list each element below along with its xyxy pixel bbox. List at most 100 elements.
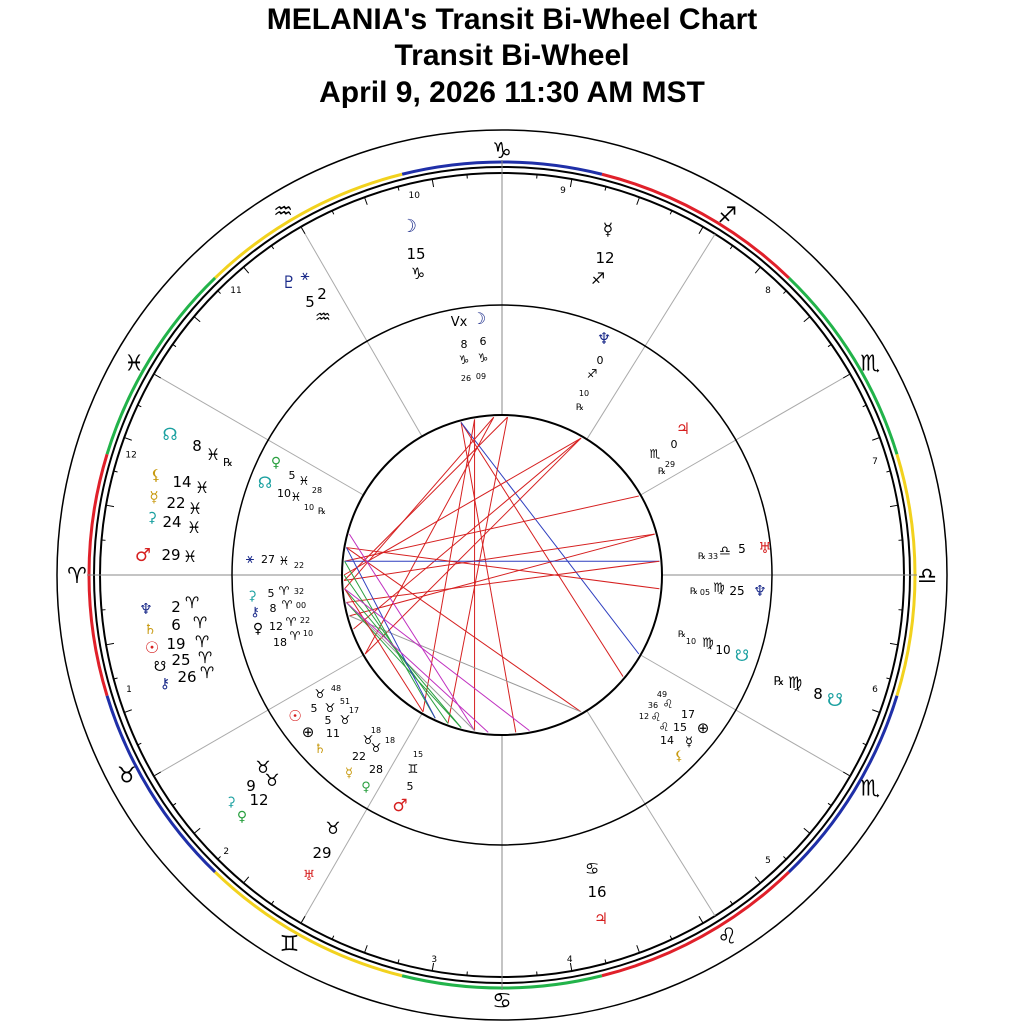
chart-label: 26 bbox=[461, 374, 471, 383]
aspect-line bbox=[346, 547, 582, 713]
element-arc bbox=[214, 871, 403, 978]
zodiac-signs: ♑♐♏♎♏♌♋♊♉♈♓♒ bbox=[67, 139, 937, 1014]
chart-label: ☋ bbox=[154, 659, 166, 675]
chart-label: ☊ bbox=[162, 425, 177, 445]
chart-label: 48 bbox=[331, 684, 341, 693]
degree-tick bbox=[827, 344, 832, 348]
chart-label: ♌ bbox=[663, 697, 674, 711]
chart-label: ⚷ bbox=[250, 605, 260, 620]
chart-label: ♈ bbox=[200, 663, 214, 682]
chart-label: ☋ bbox=[827, 690, 843, 711]
element-arc bbox=[105, 276, 217, 455]
chart-label: ♈ bbox=[193, 613, 207, 632]
degree-tick bbox=[397, 959, 400, 964]
chart-label: 29 bbox=[161, 546, 180, 564]
chart-label: 14 bbox=[172, 473, 191, 491]
chart-label: ♉ bbox=[325, 701, 336, 715]
degree-tick bbox=[862, 742, 867, 746]
chart-label: ♃ bbox=[594, 909, 608, 928]
chart-label: 15 bbox=[406, 245, 425, 263]
chart-label: 25 bbox=[171, 651, 190, 669]
chart-label: 8 bbox=[270, 602, 277, 615]
degree-tick bbox=[636, 197, 640, 205]
chart-label: 12 bbox=[595, 249, 614, 267]
degree-tick bbox=[872, 437, 880, 441]
degree-tick bbox=[889, 642, 898, 646]
chart-label: ♅ bbox=[758, 539, 771, 557]
chart-label: 16 bbox=[587, 883, 606, 901]
chart-label: 2 bbox=[317, 285, 327, 303]
aspect-line bbox=[344, 533, 655, 582]
chart-datetime: April 9, 2026 11:30 AM MST bbox=[319, 76, 705, 109]
degree-tick bbox=[783, 856, 787, 860]
house-number: 7 bbox=[872, 457, 878, 467]
chart-label: ♑ bbox=[411, 264, 425, 283]
middle-ring bbox=[231, 304, 773, 846]
aspect-line bbox=[344, 495, 639, 562]
chart-label: 17 bbox=[349, 706, 359, 715]
sign-glyph: ♊ bbox=[280, 932, 300, 957]
chart-label: ⚸ bbox=[674, 749, 684, 764]
degree-tick bbox=[271, 245, 275, 250]
degree-tick bbox=[331, 935, 335, 940]
chart-label: 10 bbox=[686, 637, 696, 646]
aspect-line bbox=[344, 560, 436, 719]
chart-label: ♈ bbox=[198, 648, 212, 667]
degree-tick bbox=[172, 802, 177, 806]
aspect-line bbox=[460, 422, 640, 655]
chart-label: ⚳ bbox=[147, 510, 157, 526]
chart-label: ♌ bbox=[659, 720, 670, 734]
element-arc bbox=[601, 172, 790, 279]
chart-label: ♐ bbox=[591, 269, 605, 288]
aspect-line bbox=[343, 416, 508, 581]
chart-label: 32 bbox=[294, 587, 304, 596]
chart-label: ♐ bbox=[587, 367, 598, 381]
house-cusp-line bbox=[586, 233, 716, 440]
chart-label: 49 bbox=[657, 690, 667, 699]
degree-tick bbox=[872, 709, 880, 713]
chart-label: ℞ bbox=[774, 674, 785, 688]
aspect-line bbox=[346, 547, 660, 590]
degree-tick bbox=[137, 404, 142, 408]
sign-glyph: ♈ bbox=[67, 564, 87, 589]
house-cusp-line bbox=[153, 373, 364, 496]
chart-label: ℞ bbox=[698, 552, 706, 562]
chart-label: ♓ bbox=[291, 490, 302, 504]
chart-label: 12 bbox=[639, 712, 649, 721]
house-number: 11 bbox=[230, 286, 241, 296]
chart-label: ☋ bbox=[735, 646, 749, 665]
degree-tick bbox=[729, 900, 733, 905]
degree-tick bbox=[754, 876, 761, 884]
chart-label: ♓ bbox=[183, 547, 197, 566]
chart-label: ☉ bbox=[145, 638, 159, 657]
chart-label: ♆ bbox=[597, 329, 611, 348]
degree-tick bbox=[754, 266, 761, 274]
house-cusp-line bbox=[640, 373, 851, 496]
chart-label: ♎ bbox=[719, 544, 731, 559]
chart-label: 9 bbox=[246, 777, 256, 795]
chart-label: 10 bbox=[277, 487, 291, 500]
chart-label: ♆ bbox=[139, 600, 152, 618]
chart-label: ♉ bbox=[264, 771, 279, 791]
chart-label: ♈ bbox=[282, 598, 293, 612]
house-number: 9 bbox=[560, 186, 566, 196]
chart-label: 11 bbox=[326, 727, 340, 740]
chart-subtitle: Transit Bi-Wheel bbox=[394, 39, 630, 72]
degree-tick bbox=[113, 470, 118, 473]
chart-label: ♈ bbox=[185, 593, 199, 612]
chart-label: 10 bbox=[715, 643, 730, 657]
chart-label: ♒ bbox=[315, 307, 331, 328]
chart-label: ☿ bbox=[685, 735, 693, 750]
chart-label: ♈ bbox=[279, 584, 290, 598]
chart-label: ⚷ bbox=[160, 676, 170, 692]
aspect-line bbox=[349, 615, 582, 713]
degree-tick bbox=[300, 226, 306, 235]
aspect-line bbox=[364, 416, 495, 655]
degree-tick bbox=[113, 677, 118, 680]
sign-glyph: ♉ bbox=[117, 764, 137, 789]
chart-label: 18 bbox=[385, 736, 395, 745]
chart-label: 10 bbox=[579, 389, 589, 398]
house-cusp-line bbox=[300, 226, 423, 437]
